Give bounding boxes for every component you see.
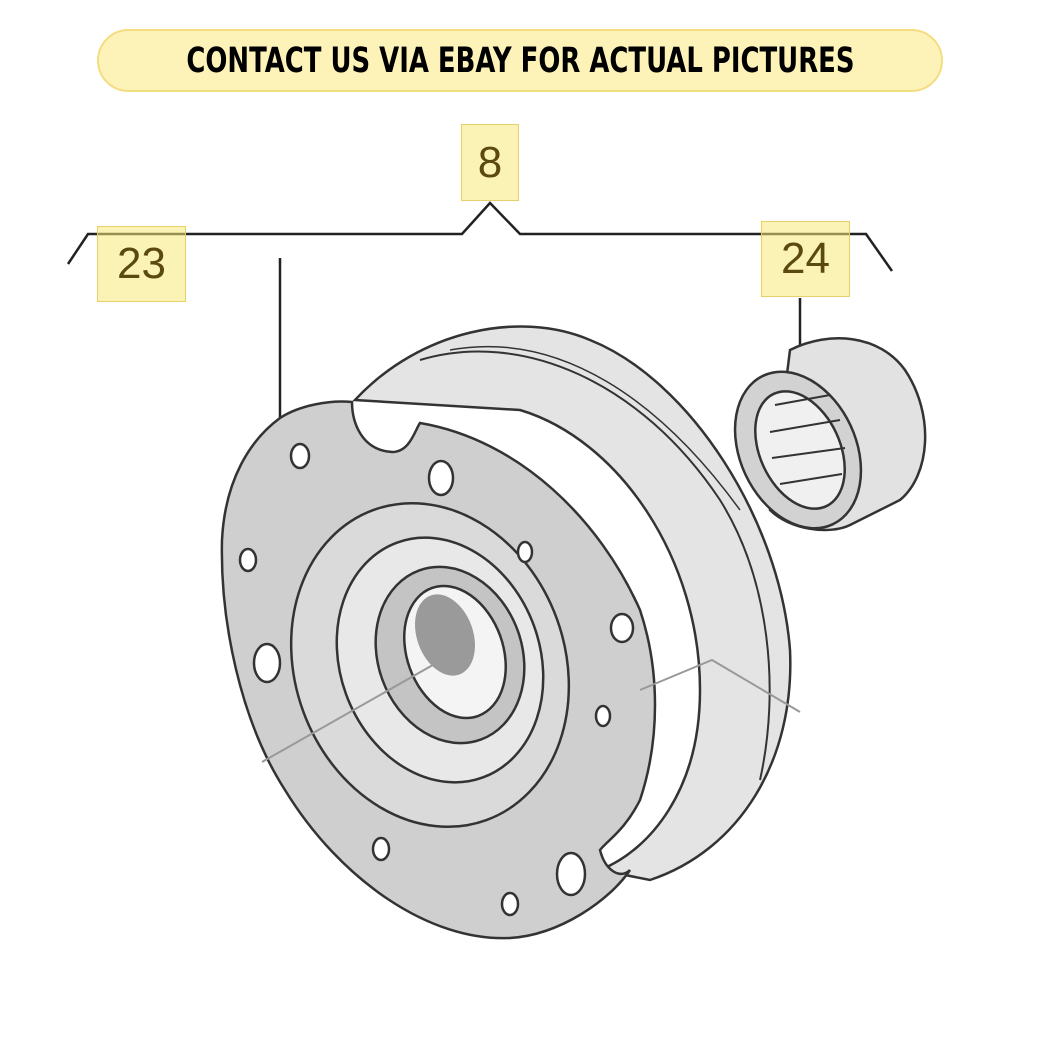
bolt-holes — [238, 442, 635, 917]
bolt-hole — [516, 540, 534, 564]
bolt-hole — [594, 704, 612, 728]
hub-drawing — [220, 325, 801, 940]
hub-bore-shadow — [415, 594, 475, 676]
bolt-hole — [238, 547, 258, 573]
bolt-hole — [609, 612, 635, 644]
bolt-hole — [252, 642, 282, 684]
leader-lines — [66, 201, 894, 418]
bracket-line — [66, 201, 894, 272]
callout-23[interactable]: 23 — [97, 226, 186, 302]
callout-24[interactable]: 24 — [761, 221, 850, 297]
hub-drum — [352, 325, 792, 882]
banner-text: CONTACT US VIA EBAY FOR ACTUAL PICTURES — [185, 40, 855, 81]
bearing-needles — [769, 394, 846, 485]
bolt-hole — [371, 836, 391, 862]
bolt-hole — [427, 459, 455, 497]
bolt-hole — [500, 891, 520, 917]
bearing-drawing — [733, 337, 927, 532]
bolt-hole — [555, 851, 587, 897]
bearing-bore — [754, 390, 846, 510]
bolt-hole — [289, 442, 311, 470]
hub-drum-groove-2 — [449, 345, 741, 511]
hub-drum-groove — [419, 350, 771, 781]
contact-banner: CONTACT US VIA EBAY FOR ACTUAL PICTURES — [97, 29, 943, 92]
callout-8[interactable]: 8 — [461, 124, 519, 201]
axis-lines — [261, 644, 801, 763]
